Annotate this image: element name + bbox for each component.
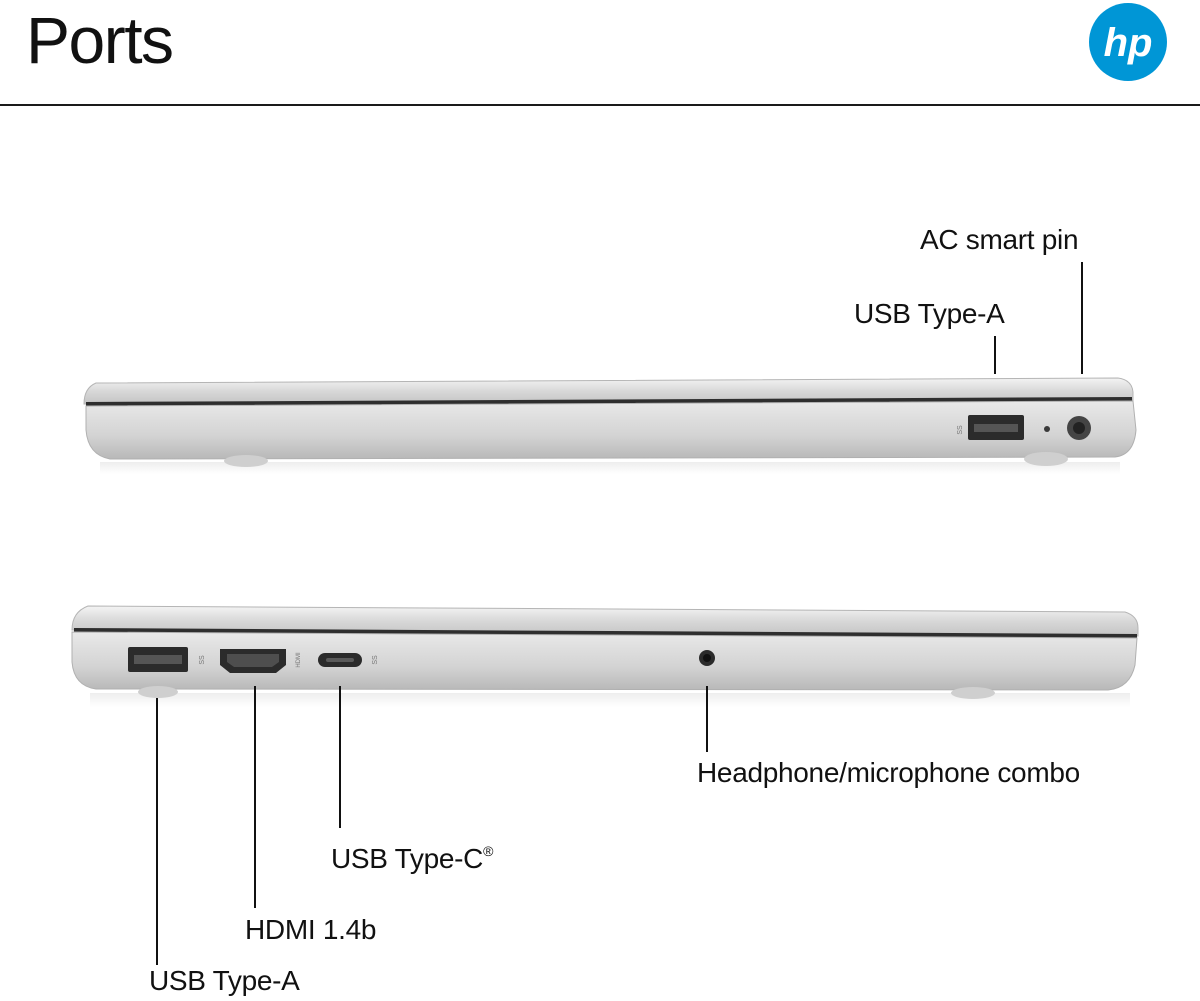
- registered-mark: ®: [483, 843, 494, 859]
- usb-ss-marking: SS: [199, 655, 206, 665]
- usb-port-icon: [128, 647, 188, 672]
- usb-ss-marking: SS: [957, 425, 964, 435]
- hdmi-port-icon: [220, 649, 286, 673]
- usb-ss-marking: SS: [372, 655, 379, 665]
- label-usb-type-a-top: USB Type-A: [854, 298, 1005, 329]
- label-usb-type-a-bottom: USB Type-A: [149, 965, 300, 996]
- hp-logo-text: hp: [1104, 21, 1153, 65]
- hp-logo-icon: hp: [1089, 3, 1167, 81]
- label-headphone-mic-combo: Headphone/microphone combo: [697, 757, 1080, 788]
- page-title: Ports: [26, 3, 174, 77]
- header-divider: [0, 104, 1200, 106]
- laptop-left-side: SS HDMI SS: [71, 605, 1139, 965]
- usb-port-icon: [968, 415, 1024, 440]
- laptop-right-side: SS: [83, 262, 1137, 474]
- headphone-jack-icon: [699, 650, 715, 666]
- label-usb-type-c-text: USB Type-C: [331, 843, 484, 874]
- label-ac-smart-pin: AC smart pin: [920, 224, 1079, 255]
- ac-smart-pin-icon: [1067, 416, 1091, 440]
- label-hdmi: HDMI 1.4b: [245, 914, 377, 945]
- label-usb-type-c: USB Type-C®: [331, 835, 493, 875]
- usb-c-port-icon: [318, 653, 362, 667]
- hdmi-marking: HDMI: [296, 652, 302, 668]
